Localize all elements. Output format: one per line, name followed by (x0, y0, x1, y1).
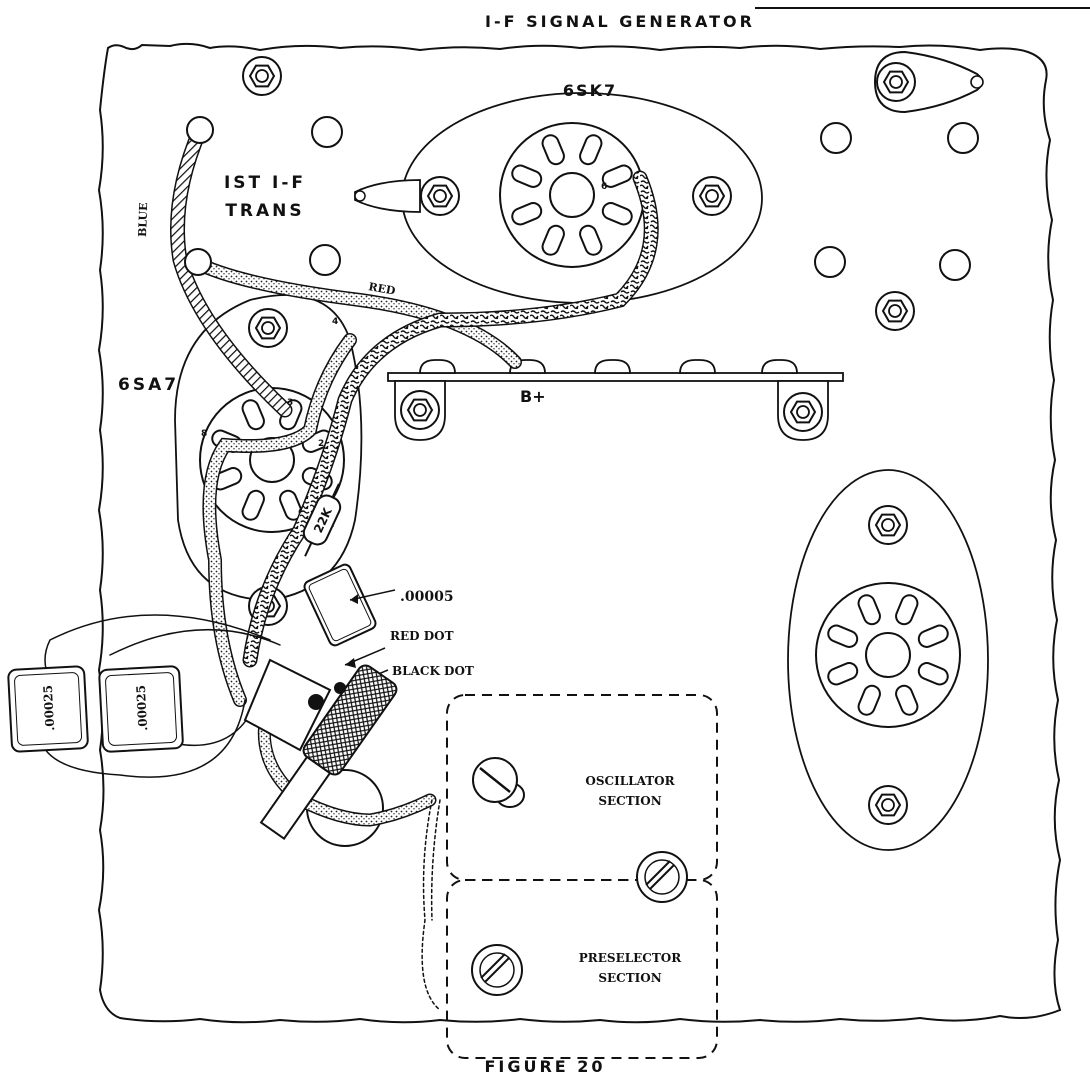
capacitor-00025-left: .00025 (7, 665, 89, 753)
pin-number: 6 (601, 182, 607, 192)
tube-6sa7-label: 6SA7 (118, 375, 179, 395)
6sk7-right-nut (692, 176, 732, 216)
oscillator-label-line2: SECTION (598, 794, 661, 808)
oscillator-label-line1: OSCILLATOR (585, 774, 675, 788)
oscillator-coil-assembly (243, 658, 525, 841)
resistor-22k: 22K (302, 483, 342, 557)
ground-wire (203, 334, 356, 706)
6sk7-left-nut (420, 176, 460, 216)
pin-number: 8 (201, 429, 207, 439)
preselector-label-line2: SECTION (598, 971, 661, 985)
preselector-label-line1: PRESELECTOR (579, 951, 682, 965)
lower-right-top-nut (868, 505, 908, 545)
red-dot-label: RED DOT (390, 629, 454, 643)
mounting-holes (309, 116, 979, 281)
blue-wire (171, 124, 291, 416)
oscillator-trimmer-screw (636, 851, 688, 903)
6sk7-socket (499, 122, 645, 268)
capacitor-00025-right: .00025 (98, 665, 184, 753)
header-title: I-F SIGNAL GENERATOR (485, 12, 755, 31)
trans-label-line1: IST I-F (224, 173, 306, 193)
bplus-terminal-strip (387, 359, 844, 441)
pin-number: 4 (332, 317, 338, 327)
capacitor-00025-label: .00025 (41, 685, 57, 732)
lower-right-bottom-nut (868, 785, 908, 825)
cable-wire (259, 695, 435, 826)
right-middle-nut (875, 291, 915, 331)
black-dot-label: BLACK DOT (392, 664, 474, 678)
bplus-label: B+ (520, 387, 546, 406)
capacitor-00005 (303, 563, 377, 647)
red-wire-label: RED (367, 280, 396, 298)
6sa7-top-nut (248, 308, 288, 348)
top-right-nut (876, 62, 916, 102)
lower-right-socket (815, 582, 961, 728)
figure-caption: FIGURE 20 (484, 1057, 605, 1076)
pin-number: 3 (287, 398, 293, 408)
6sk7-lug (354, 179, 421, 213)
red-wire (189, 256, 521, 368)
preselector-section-box (446, 879, 718, 1059)
top-left-nut (242, 56, 282, 96)
blue-wire-label: BLUE (136, 202, 150, 237)
trans-label-line2: TRANS (225, 201, 304, 221)
capacitor-00025-label: .00025 (134, 685, 150, 732)
preselector-trimmer-screw (471, 944, 523, 996)
tube-6sk7-label: 6SK7 (563, 81, 617, 100)
capacitor-label: .00005 (400, 589, 454, 605)
wiring (38, 116, 659, 1011)
shielded-grid-wire (244, 172, 658, 666)
pin-number: 2 (318, 439, 324, 449)
